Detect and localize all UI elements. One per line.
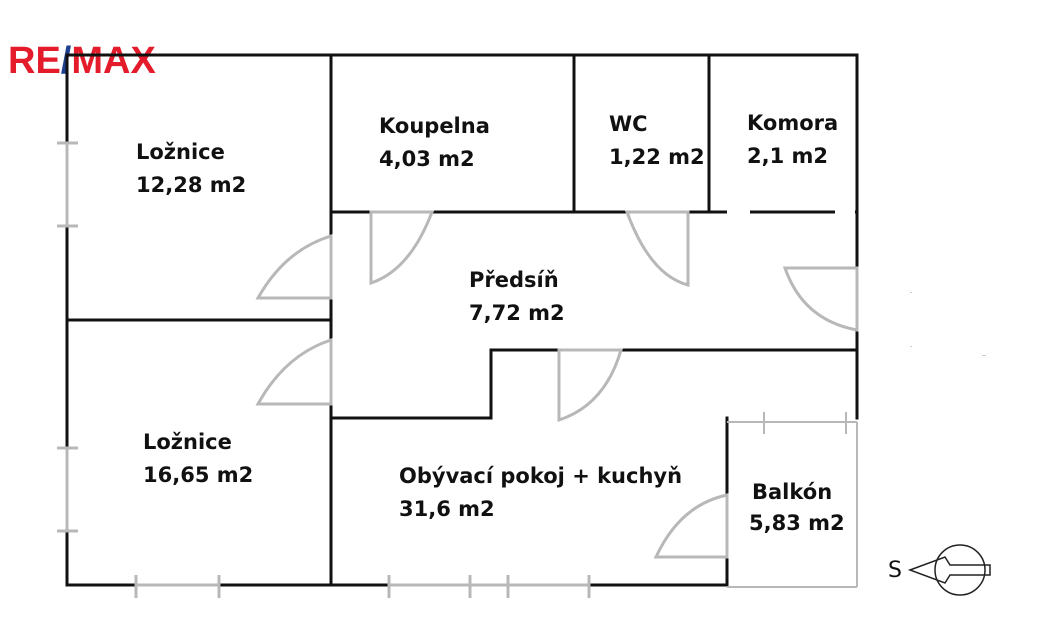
room-area-wc: 1,22 m2 [609, 145, 705, 169]
balcony-outline [727, 412, 858, 588]
compass-label: S [888, 558, 902, 583]
room-area-balcony: 5,83 m2 [749, 511, 845, 535]
room-area-living: 31,6 m2 [399, 497, 495, 521]
door-balcony [653, 493, 729, 559]
door-wc [624, 210, 690, 287]
door-bathroom [369, 210, 435, 286]
door-living [557, 348, 623, 423]
room-name-bedroom1: Ložnice [136, 140, 225, 164]
room-name-bedroom2: Ložnice [143, 430, 232, 454]
room-name-hall: Předsíň [469, 268, 559, 292]
room-area-hall: 7,72 m2 [469, 301, 565, 325]
logo-text-re: RE [8, 40, 61, 82]
edge-marks [910, 292, 986, 356]
door-bedroom2 [255, 337, 333, 406]
windows [57, 141, 591, 598]
door-entrance [782, 266, 859, 332]
room-name-wc: WC [609, 112, 648, 136]
room-name-balcony: Balkón [752, 480, 833, 504]
room-area-bedroom2: 16,65 m2 [143, 463, 254, 487]
room-area-storage: 2,1 m2 [747, 144, 829, 168]
door-bedroom1 [255, 233, 333, 300]
room-area-bedroom1: 12,28 m2 [136, 173, 247, 197]
logo-text-max: MAX [71, 40, 156, 82]
room-name-storage: Komora [747, 111, 839, 135]
room-area-bathroom: 4,03 m2 [379, 147, 475, 171]
room-name-bathroom: Koupelna [379, 114, 490, 138]
room-name-living: Obývací pokoj + kuchyň [399, 464, 683, 488]
north-arrow-icon [907, 544, 991, 596]
doors [255, 210, 859, 559]
